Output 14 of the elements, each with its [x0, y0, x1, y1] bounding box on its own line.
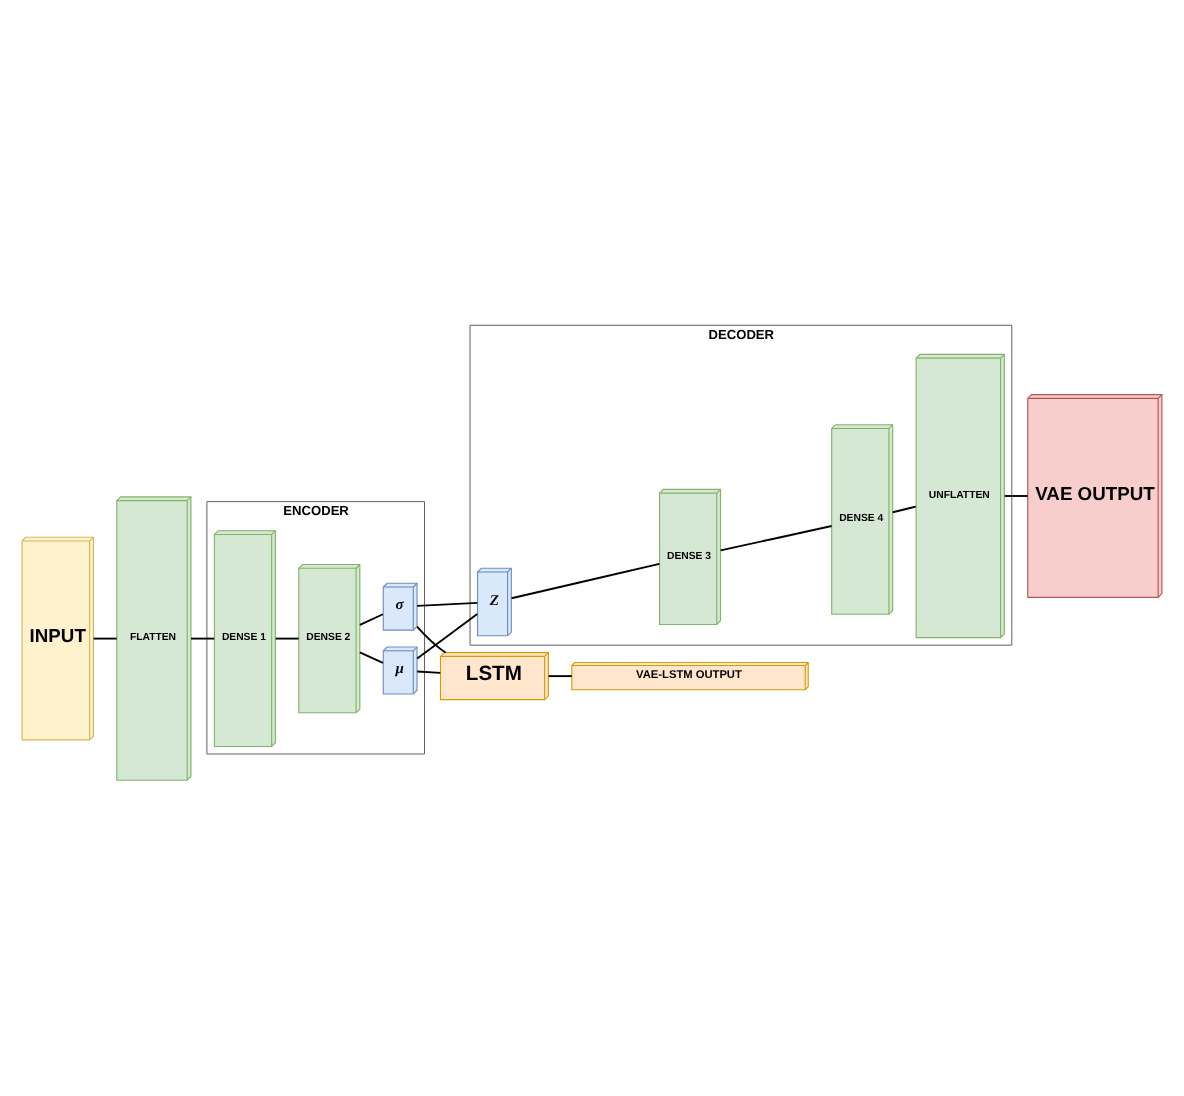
connector: [1003, 494, 1029, 496]
connector: [274, 636, 300, 639]
connector: [416, 624, 447, 653]
connector: [416, 600, 479, 606]
connector: [891, 504, 917, 513]
connector: [416, 669, 442, 673]
connector: [510, 561, 661, 599]
connector: [416, 612, 479, 659]
connector: [547, 674, 573, 677]
connector: [358, 612, 384, 625]
connector: [92, 636, 118, 639]
connector: [719, 524, 833, 551]
connector: [358, 650, 384, 663]
connector: [190, 636, 216, 639]
